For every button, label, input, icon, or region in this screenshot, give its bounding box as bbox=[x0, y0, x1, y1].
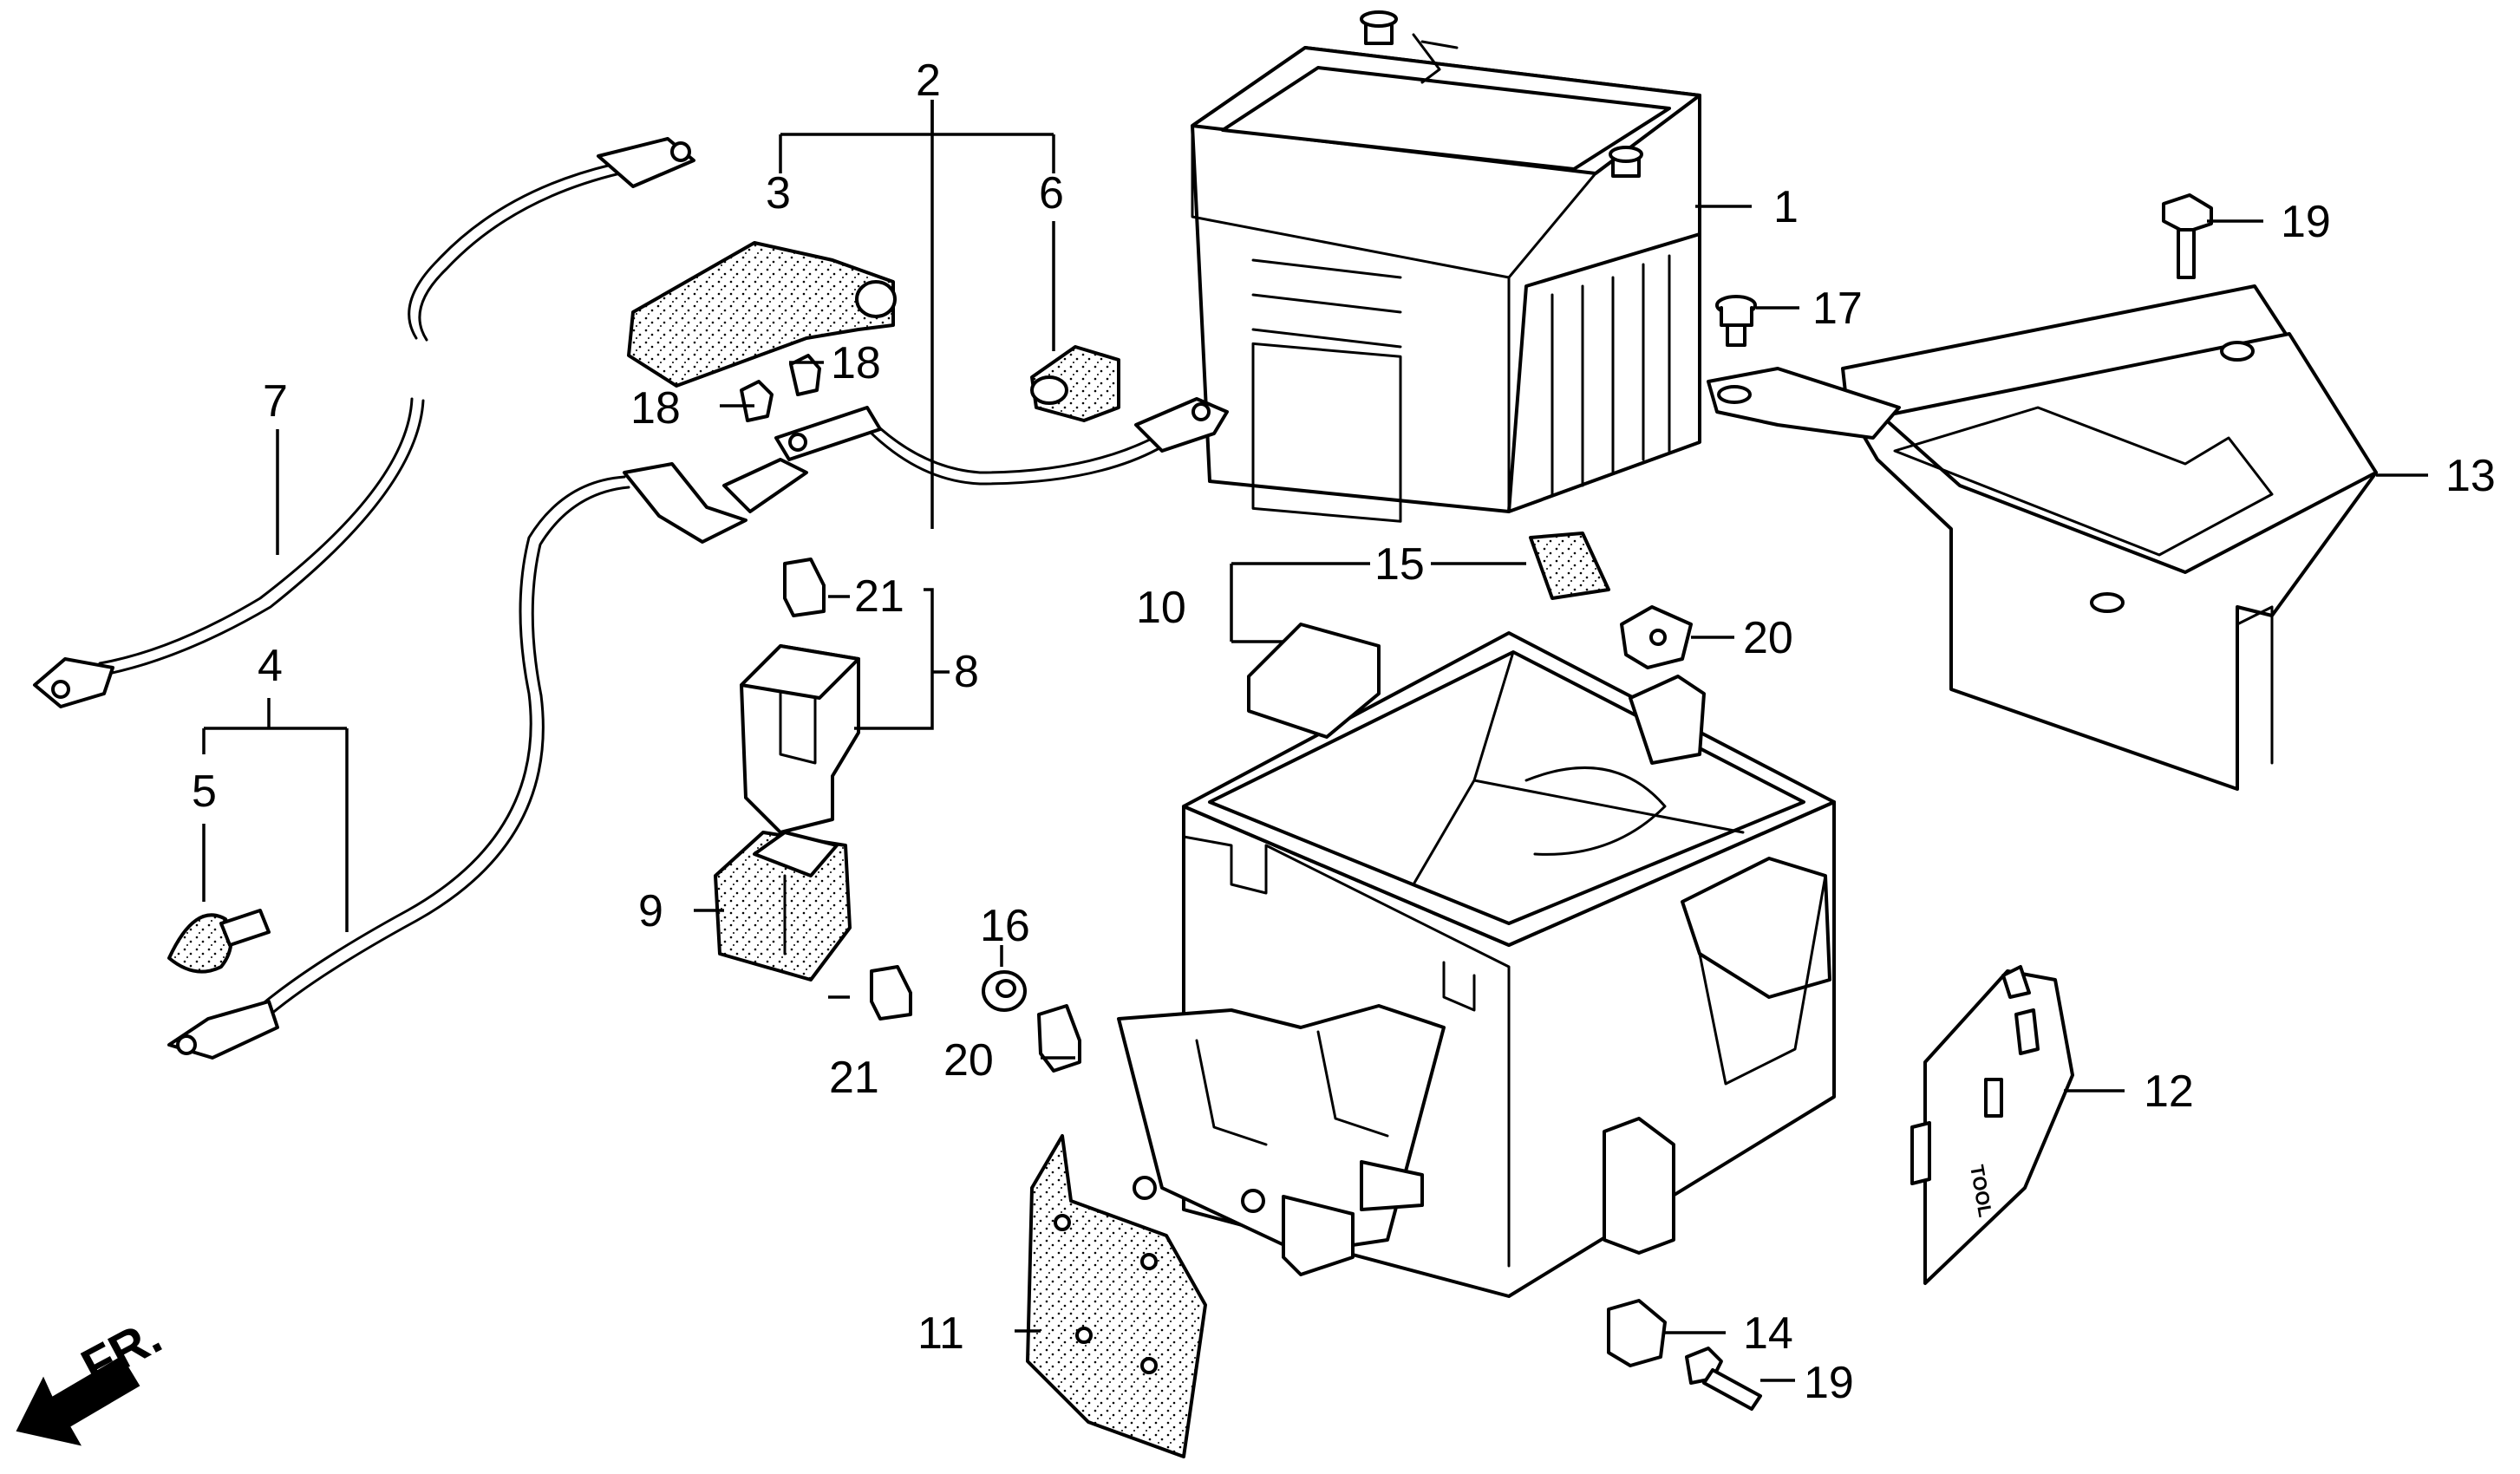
relay-boot bbox=[714, 831, 852, 982]
battery bbox=[1191, 10, 1701, 523]
battery-box-lower-cover bbox=[1026, 1134, 1207, 1458]
battery-holder-bracket bbox=[1707, 284, 2378, 791]
starter-relay bbox=[740, 558, 912, 1021]
callout-11: 11 bbox=[917, 1308, 964, 1359]
callout-12: 12 bbox=[2144, 1066, 2194, 1117]
callout-6: 6 bbox=[1039, 168, 1064, 218]
callout-20-lower: 20 bbox=[943, 1035, 994, 1086]
callout-17: 17 bbox=[1812, 284, 1863, 334]
callout-10: 10 bbox=[1136, 583, 1186, 633]
callout-18-lower: 18 bbox=[630, 383, 681, 434]
callout-13: 13 bbox=[2445, 451, 2496, 501]
callout-19-upper: 19 bbox=[2281, 197, 2331, 247]
callout-19-lower: 19 bbox=[1804, 1358, 1854, 1408]
battery-cables bbox=[33, 137, 1229, 1060]
callout-9: 9 bbox=[638, 886, 663, 936]
front-arrow-icon bbox=[16, 1355, 140, 1446]
mounting-hardware bbox=[982, 193, 2213, 1411]
terminal-cover-5 bbox=[167, 909, 271, 974]
callout-14: 14 bbox=[1743, 1308, 1793, 1359]
callout-18-upper: 18 bbox=[831, 338, 881, 388]
callout-21-upper: 21 bbox=[854, 571, 904, 622]
callout-20-upper: 20 bbox=[1743, 613, 1793, 663]
battery-box bbox=[1117, 623, 1836, 1298]
callout-3: 3 bbox=[766, 168, 791, 218]
leader-lines bbox=[202, 100, 2428, 1382]
callout-16: 16 bbox=[980, 901, 1030, 951]
tool-cover: TOOL bbox=[1910, 965, 2074, 1285]
callout-4: 4 bbox=[258, 641, 283, 691]
callout-15: 15 bbox=[1374, 539, 1425, 590]
callout-1: 1 bbox=[1773, 182, 1799, 232]
callout-labels: 1 2 3 4 5 6 7 8 9 10 11 12 13 14 15 16 1… bbox=[192, 55, 2496, 1408]
terminal-cover-3 bbox=[627, 241, 897, 388]
battery-pad bbox=[1529, 532, 1610, 600]
front-direction-arrow: FR. bbox=[16, 1308, 171, 1446]
callout-5: 5 bbox=[192, 766, 217, 817]
callout-7: 7 bbox=[263, 376, 288, 427]
callout-2: 2 bbox=[916, 55, 941, 106]
callout-21-lower: 21 bbox=[829, 1053, 879, 1103]
terminal-cover-6 bbox=[1030, 345, 1120, 422]
callout-8: 8 bbox=[954, 647, 979, 697]
